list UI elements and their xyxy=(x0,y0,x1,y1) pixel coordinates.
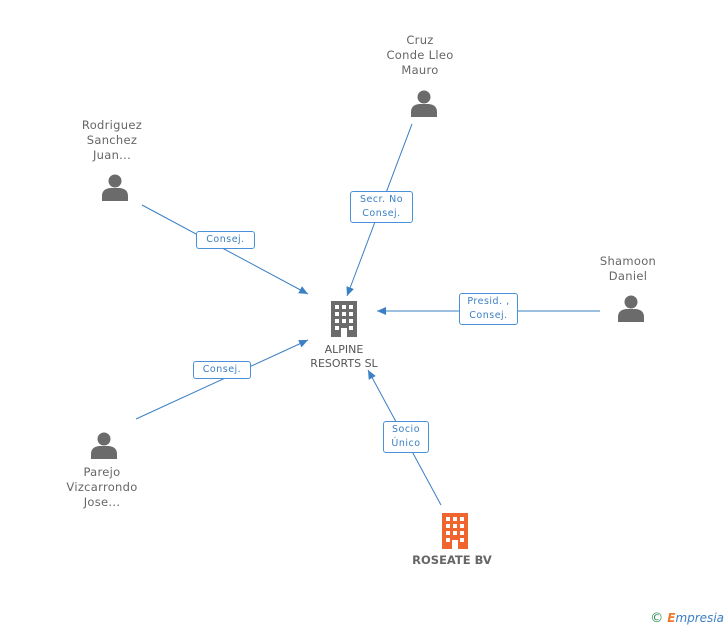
person-icon[interactable] xyxy=(409,88,439,118)
edge-label-cruz[interactable]: Secr. No Consej. xyxy=(350,191,413,223)
edge-label-roseate[interactable]: Socio Único xyxy=(383,421,429,453)
edge-label-parejo[interactable]: Consej. xyxy=(193,361,251,379)
edge-label-shamoon[interactable]: Presid. , Consej. xyxy=(459,293,518,325)
person-label-shamoon[interactable]: Shamoon Daniel xyxy=(599,254,657,283)
edge-rodriguez-alpine xyxy=(141,204,309,295)
person-icon[interactable] xyxy=(100,172,130,202)
person-label-parejo[interactable]: Parejo Vizcarrondo Jose... xyxy=(66,465,138,509)
building-icon[interactable] xyxy=(439,513,471,549)
edge-parejo-alpine xyxy=(135,339,309,420)
person-icon[interactable] xyxy=(89,430,119,460)
edge-label-rodriguez[interactable]: Consej. xyxy=(196,231,255,249)
person-label-rodriguez[interactable]: Rodriguez Sanchez Juan... xyxy=(81,118,143,162)
copyright-icon: © xyxy=(650,611,664,626)
person-icon[interactable] xyxy=(616,293,646,323)
company-label-roseate[interactable]: ROSEATE BV xyxy=(412,553,492,567)
company-label-alpine[interactable]: ALPINE RESORTS SL xyxy=(310,343,378,370)
person-label-cruz[interactable]: Cruz Conde Lleo Mauro xyxy=(386,33,454,77)
building-icon[interactable] xyxy=(328,301,360,337)
empresia-logo[interactable]: ©Empresia xyxy=(650,611,724,626)
